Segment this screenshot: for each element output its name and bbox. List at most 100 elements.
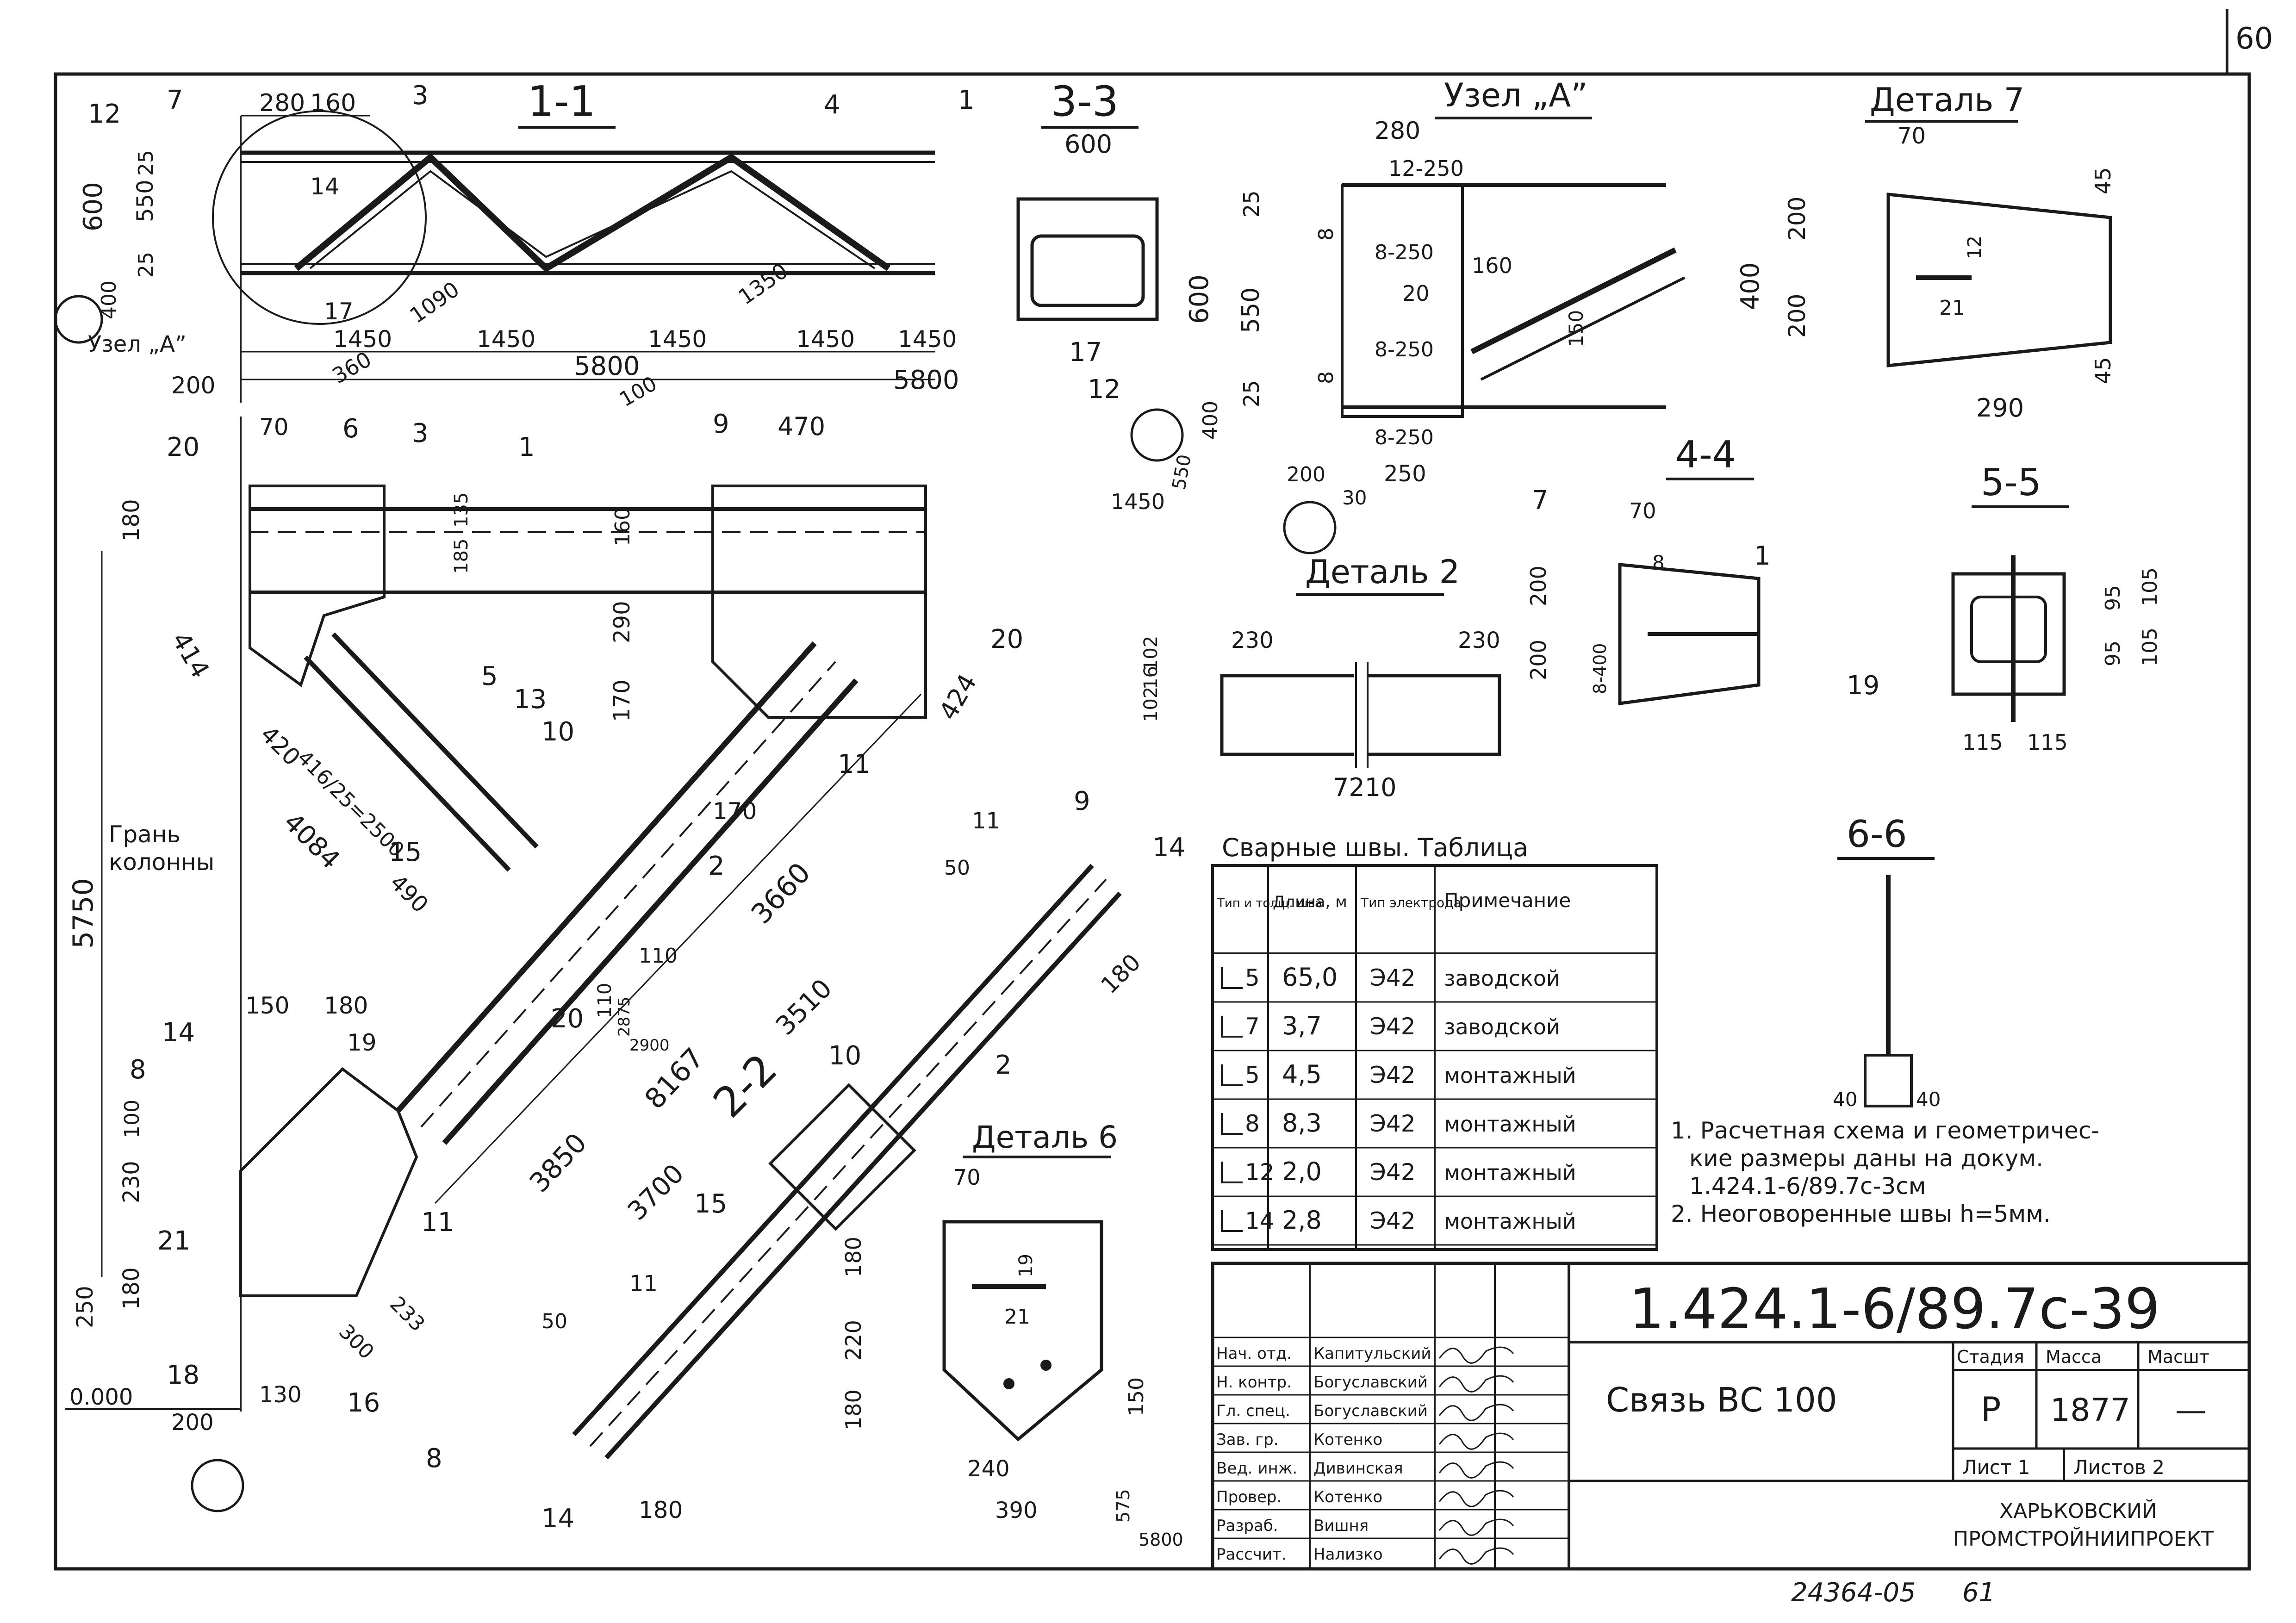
note-line-3: 1.424.1-6/89.7с-3см	[1689, 1173, 1926, 1200]
role-title: Вед. инж.	[1216, 1459, 1297, 1478]
node-a-25a: 25	[1239, 190, 1264, 218]
section-6-6: 6-6 40 40	[1833, 813, 1941, 1111]
dim-s1-400: 400	[97, 280, 121, 319]
weld-symbol-icon	[1221, 1113, 1243, 1135]
section-axis-marker	[54, 295, 103, 344]
s44-200b: 200	[1526, 640, 1551, 680]
d7-12: 12	[1964, 236, 1985, 259]
dim-s1-1450d: 1450	[796, 326, 855, 353]
node-a-8-250b: 8-250	[1375, 338, 1434, 361]
weld-cell: Э42	[1370, 1013, 1416, 1040]
weld-table: Сварные швы. Таблица Тип и толщ. шва Дли…	[1211, 833, 1658, 1251]
signature-mark	[1438, 1490, 1514, 1507]
weld-symbol-icon	[1221, 967, 1243, 989]
pos-17b: 17	[1069, 337, 1102, 367]
d7-400: 400	[1736, 262, 1765, 310]
node-a-25b: 25	[1239, 380, 1264, 407]
pos-9: 9	[713, 409, 729, 439]
pos-14c: 14	[1152, 833, 1185, 863]
weld-cell: 5	[1245, 1062, 1260, 1088]
weld-cell: монтажный	[1444, 1112, 1576, 1137]
dim-s1-280: 280	[259, 89, 305, 117]
dim-100: 100	[120, 1100, 144, 1138]
title-block: 1.424.1-6/89.7с-39 Связь ВС 100 Стадия М…	[1211, 1262, 2251, 1571]
dim-250: 250	[72, 1286, 98, 1328]
column-face-label-1: Грань	[109, 821, 180, 848]
weld-cell: 3,7	[1282, 1011, 1322, 1040]
detail-6-hole-2	[1040, 1360, 1052, 1371]
role-person: Котенко	[1313, 1430, 1382, 1449]
pos-14d: 14	[541, 1504, 574, 1534]
detail-2-title: Деталь 2	[1305, 553, 1460, 591]
signature-mark	[1438, 1432, 1514, 1450]
dim-8167-line	[434, 693, 922, 1204]
dim-s1-25b: 25	[134, 252, 158, 278]
d7-70: 70	[1898, 123, 1926, 149]
role-person: Богуславский	[1313, 1373, 1428, 1392]
short-brace-b	[331, 632, 539, 849]
pos-7: 7	[167, 85, 183, 115]
dim-s1-1090: 1090	[405, 277, 464, 328]
dim-230: 230	[118, 1161, 144, 1203]
section-5-5-title: 5-5	[1981, 461, 2041, 504]
section-5-5-outline	[1951, 572, 2066, 696]
weld-symbol-icon	[1221, 1162, 1243, 1183]
s44-8: 8	[1652, 551, 1665, 574]
pos-8b: 8	[426, 1443, 442, 1474]
d7-200b: 200	[1784, 294, 1811, 338]
node-a-150: 150	[1565, 310, 1587, 347]
s66-40a: 40	[1833, 1088, 1857, 1111]
dim-s1-5800a: 5800	[574, 351, 640, 381]
dim-290: 290	[609, 601, 635, 643]
dim-180e: 180	[639, 1497, 683, 1524]
dim-s1-360: 360	[328, 347, 376, 389]
role-title: Гл. спец.	[1216, 1402, 1290, 1420]
node-a-8b: 8	[1314, 371, 1338, 384]
role-title: Н. контр.	[1216, 1373, 1292, 1392]
pos-14: 14	[310, 173, 340, 200]
weld-h-3: Тип электрода	[1360, 895, 1462, 910]
pos-3: 3	[412, 81, 429, 111]
dim-3510: 3510	[770, 973, 838, 1041]
pos-19b: 19	[1847, 671, 1879, 701]
dim-185: 185	[451, 539, 472, 574]
pos-15b: 15	[694, 1189, 727, 1219]
sheet-frame	[54, 72, 2251, 1571]
dim-490: 490	[385, 870, 433, 918]
node-a-detail: Узел „А” 280 12-250 8-250 8-250 8-250 16…	[1111, 76, 1686, 554]
pos-5: 5	[481, 661, 498, 691]
d2-102b: 102	[1140, 636, 1162, 671]
d2-7210: 7210	[1333, 773, 1396, 802]
diagonal-brace-axis	[420, 661, 836, 1128]
tb-sheets: Листов 2	[2073, 1456, 2165, 1479]
elevation-label: 0.000	[69, 1384, 133, 1410]
weld-cell: 4,5	[1282, 1060, 1322, 1089]
node-a-550b: 550	[1169, 453, 1196, 491]
weld-cell: 14	[1245, 1207, 1275, 1234]
pos-2: 2	[708, 851, 725, 881]
section-4-4-plate	[1618, 563, 1761, 705]
dim-180b: 180	[324, 992, 368, 1019]
pos-11d: 11	[629, 1271, 658, 1297]
node-a-title: Узел „А”	[1444, 76, 1587, 114]
dim-s1-550: 550	[132, 180, 158, 222]
pos-6: 6	[342, 414, 359, 444]
right-gusset	[711, 485, 927, 719]
tb-stage-label: Стадия	[1957, 1347, 2024, 1367]
sheet-number: 60	[2235, 22, 2273, 56]
pos-12: 12	[88, 99, 121, 129]
role-person: Капитульский	[1313, 1344, 1431, 1363]
splice-plate	[768, 1083, 916, 1231]
short-brace-a	[304, 655, 511, 872]
s55-115a: 115	[1962, 730, 2003, 755]
section-6-6-title: 6-6	[1847, 813, 1907, 856]
dim-110b: 110	[594, 983, 616, 1018]
weld-cell: 2,0	[1282, 1157, 1322, 1186]
detail-7-plate	[1886, 193, 2112, 367]
weld-cell: 7	[1245, 1013, 1260, 1040]
weld-cell: монтажный	[1444, 1063, 1576, 1088]
pos-20c: 20	[551, 1004, 584, 1034]
dim-170: 170	[609, 679, 635, 722]
section-2-2-title: 2-2	[704, 1045, 786, 1127]
